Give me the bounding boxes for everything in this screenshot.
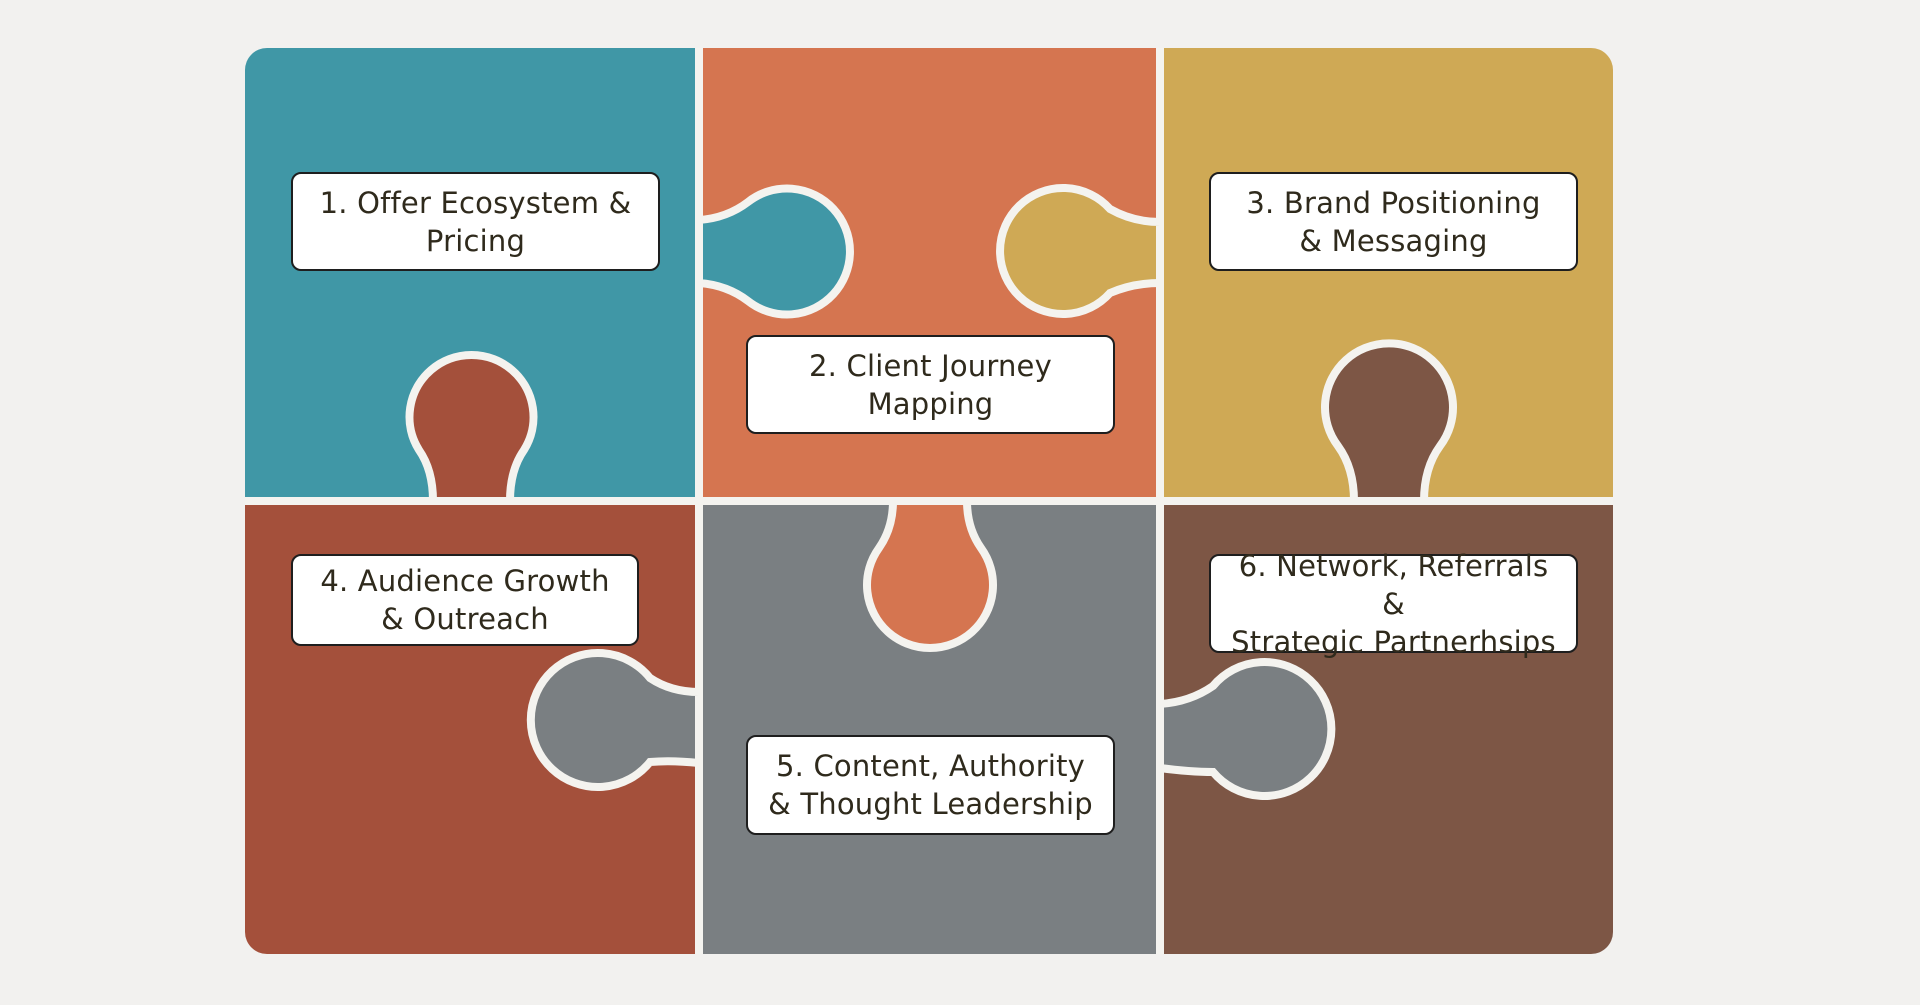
piece-6-label: 6. Network, Referrals & Strategic Partne…: [1209, 549, 1578, 659]
piece-2-label-line-2: Mapping: [867, 386, 994, 421]
piece-3-label-line-1: 3. Brand Positioning: [1246, 185, 1541, 220]
piece-5-right-tab: [1156, 658, 1336, 800]
piece-2-label: 2. Client Journey Mapping: [746, 335, 1115, 434]
piece-2-label-line-1: 2. Client Journey: [809, 348, 1052, 383]
piece-2-bottom-tab: [863, 497, 997, 652]
piece-6-top-tab: [1321, 339, 1457, 505]
seam-lines: [245, 48, 1613, 954]
piece-3-left-tab: [996, 184, 1164, 318]
piece-1-right-tab: [695, 184, 854, 319]
piece-4-label: 4. Audience Growth & Outreach: [291, 554, 639, 646]
piece-3-label: 3. Brand Positioning & Messaging: [1209, 172, 1578, 271]
piece-5-label: 5. Content, Authority & Thought Leadersh…: [746, 735, 1115, 835]
piece-6-label-line-1: 6. Network, Referrals &: [1238, 548, 1549, 621]
piece-6-label-line-2: Strategic Partnerhsips: [1231, 624, 1556, 659]
piece-4-label-line-2: & Outreach: [381, 602, 549, 636]
piece-5-label-line-2: & Thought Leadership: [768, 787, 1093, 821]
piece-1-label-line-2: Pricing: [425, 223, 526, 258]
piece-5-left-tab: [526, 649, 703, 791]
piece-1-label-line-1: 1. Offer Ecosystem &: [319, 185, 632, 220]
piece-4-top-tab: [405, 351, 538, 505]
piece-1-label: 1. Offer Ecosystem & Pricing: [291, 172, 660, 271]
piece-3-label-line-2: & Messaging: [1299, 223, 1488, 258]
piece-5-label-line-1: 5. Content, Authority: [775, 749, 1086, 783]
piece-4-label-line-1: 4. Audience Growth: [320, 564, 610, 598]
